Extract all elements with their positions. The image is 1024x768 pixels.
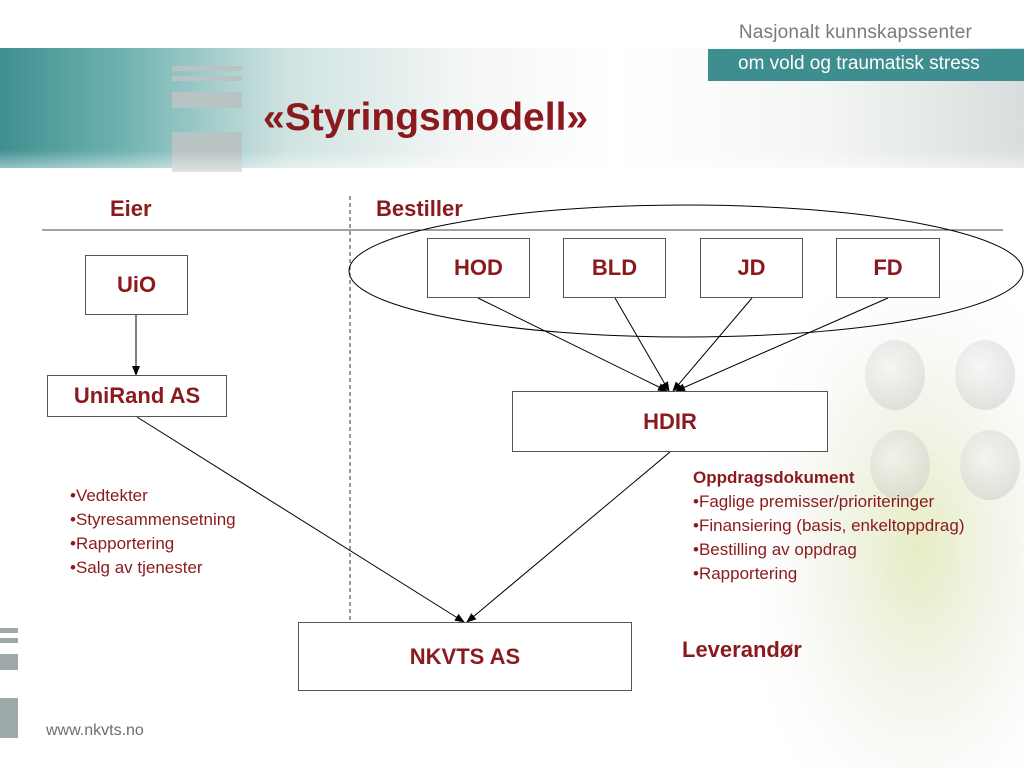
owner-bullet-list: •Vedtekter •Styresammensetning •Rapporte…: [70, 484, 236, 580]
owner-bullet: •Rapportering: [70, 534, 175, 553]
arrow-hod-hdir: [477, 297, 668, 392]
slide-title: «Styringsmodell»: [263, 96, 589, 139]
header-stripe: [172, 76, 242, 81]
assignment-bullet: •Bestilling av oppdrag: [693, 540, 857, 559]
node-bld: BLD: [563, 238, 666, 298]
assignment-list: Oppdragsdokument •Faglige premisser/prio…: [693, 466, 965, 586]
column-label-orderer: Bestiller: [376, 196, 463, 221]
assignment-bullet: •Rapportering: [693, 564, 798, 583]
node-jd: JD: [700, 238, 803, 298]
footer-stripe: [0, 698, 18, 738]
org-name-band: [708, 49, 1024, 81]
column-label-owner: Eier: [110, 196, 152, 221]
decorative-circle: [865, 340, 925, 410]
footer-stripe: [0, 654, 18, 670]
arrow-unirand-nkvts: [136, 416, 465, 623]
arrow-hdir-nkvts: [466, 451, 671, 623]
header-fade: [0, 150, 1024, 190]
orderer-group-ellipse: [348, 204, 1024, 338]
assignment-heading: Oppdragsdokument: [693, 468, 855, 487]
node-uio: UiO: [85, 255, 188, 315]
header-stripe: [172, 66, 242, 71]
header-stripe: [172, 92, 242, 108]
node-hdir: HDIR: [512, 391, 828, 452]
org-name-line2: om vold og traumatisk stress: [738, 53, 980, 74]
decorative-circle: [960, 430, 1020, 500]
assignment-bullet: •Finansiering (basis, enkeltoppdrag): [693, 516, 965, 535]
node-hod: HOD: [427, 238, 530, 298]
footer-stripe: [0, 638, 18, 643]
column-label-supplier: Leverandør: [682, 637, 802, 662]
owner-bullet: •Styresammensetning: [70, 510, 236, 529]
org-name-line1: Nasjonalt kunnskapssenter: [738, 22, 972, 43]
node-nkvts: NKVTS AS: [298, 622, 632, 691]
decorative-circle: [870, 430, 930, 500]
arrow-jd-hdir: [672, 297, 753, 392]
decorative-background-image: [760, 280, 1024, 768]
arrow-fd-hdir: [675, 297, 889, 392]
node-unirand: UniRand AS: [47, 375, 227, 417]
node-fd: FD: [836, 238, 940, 298]
assignment-bullet: •Faglige premisser/prioriteringer: [693, 492, 935, 511]
footer-url: www.nkvts.no: [46, 722, 144, 739]
decorative-circle: [955, 340, 1015, 410]
owner-bullet: •Salg av tjenester: [70, 558, 203, 577]
arrow-bld-hdir: [614, 297, 670, 392]
footer-stripe: [0, 628, 18, 633]
owner-bullet: •Vedtekter: [70, 486, 148, 505]
